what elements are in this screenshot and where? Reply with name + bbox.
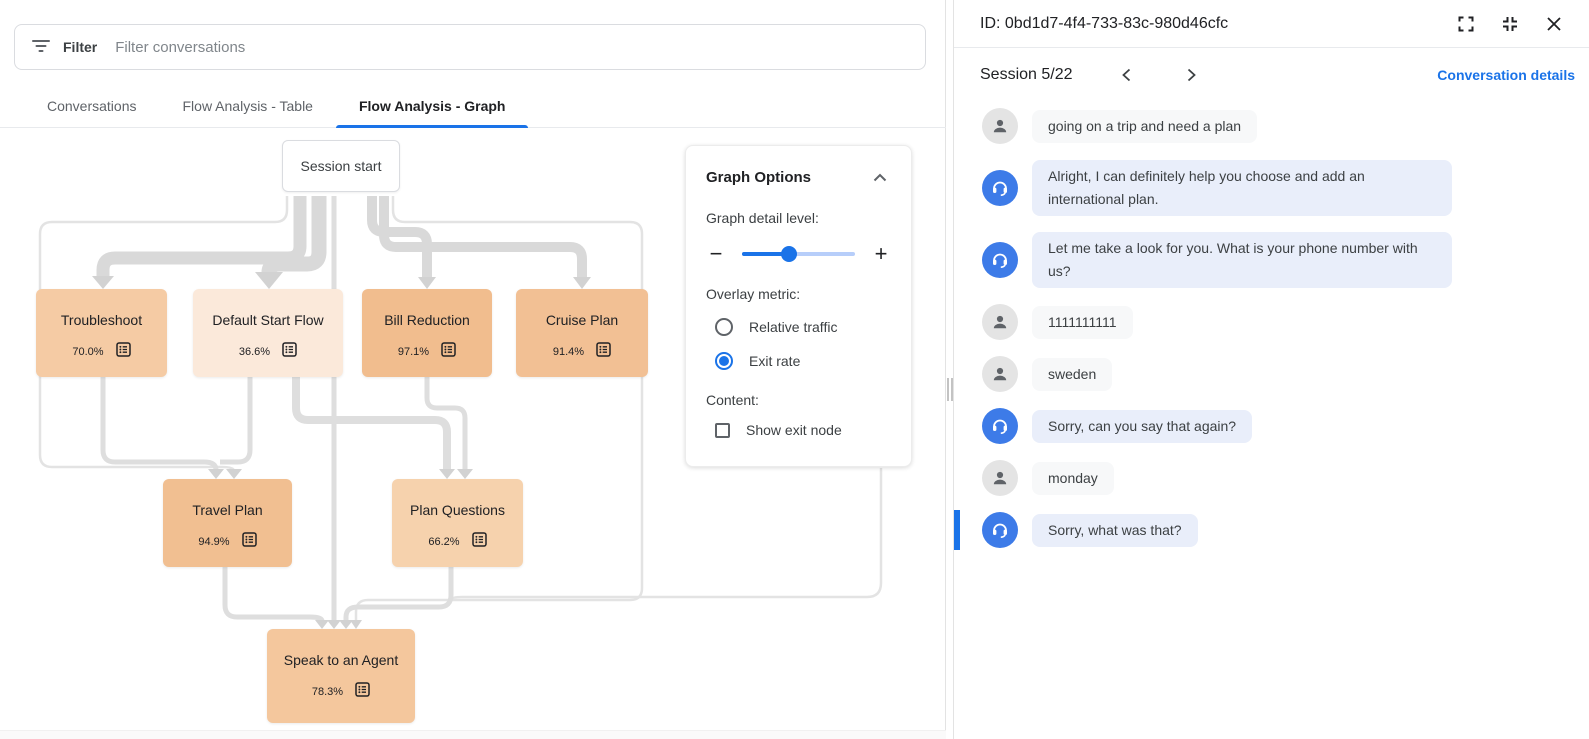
- flow-node-travel-plan[interactable]: Travel Plan 94.9%: [163, 479, 292, 567]
- show-exit-node-checkbox[interactable]: Show exit node: [715, 422, 891, 438]
- message-row-bot[interactable]: Sorry, can you say that again?: [954, 408, 1589, 444]
- flow-node-troubleshoot[interactable]: Troubleshoot 70.0%: [36, 289, 167, 377]
- tab-conversations[interactable]: Conversations: [47, 98, 137, 114]
- node-details-list-icon[interactable]: [115, 342, 131, 362]
- filter-icon: [31, 40, 51, 54]
- filter-placeholder: Filter conversations: [115, 38, 246, 56]
- radio-button[interactable]: [715, 352, 733, 370]
- node-label: Troubleshoot: [60, 312, 143, 328]
- node-details-list-icon[interactable]: [441, 342, 456, 362]
- detail-decrease-button[interactable]: −: [709, 241, 723, 266]
- node-label: Speak to an Agent: [283, 652, 399, 668]
- flow-node-speak-to-an-agent[interactable]: Speak to an Agent 78.3%: [267, 629, 415, 723]
- message-bubble[interactable]: Let me take a look for you. What is your…: [1032, 232, 1452, 288]
- radio-label: Relative traffic: [749, 319, 838, 335]
- node-label: Travel Plan: [192, 502, 263, 518]
- close-icon[interactable]: [1543, 13, 1565, 35]
- node-details-list-icon[interactable]: [471, 532, 487, 552]
- message-list: going on a trip and need a plan Alright,…: [954, 102, 1589, 550]
- node-label: Default Start Flow: [212, 312, 324, 328]
- node-exit-rate: 70.0%: [72, 346, 104, 358]
- agent-headset-icon: [982, 408, 1018, 444]
- next-session-button[interactable]: [1179, 63, 1203, 87]
- horizontal-scrollbar[interactable]: [0, 730, 946, 739]
- node-label: Cruise Plan: [545, 312, 619, 328]
- detail-level-slider[interactable]: [742, 246, 855, 262]
- content-label: Content:: [706, 392, 759, 408]
- node-label: Bill Reduction: [384, 312, 470, 328]
- checkbox-box[interactable]: [715, 422, 730, 438]
- message-bubble[interactable]: sweden: [1032, 357, 1113, 391]
- user-person-icon: [982, 356, 1018, 392]
- exit-fullscreen-icon[interactable]: [1499, 13, 1521, 35]
- message-bubble[interactable]: 1111111111: [1032, 305, 1133, 339]
- collapse-panel-chevron-icon[interactable]: [869, 166, 891, 188]
- tab-bar: Conversations Flow Analysis - Table Flow A…: [0, 85, 946, 128]
- flow-node-default-start-flow[interactable]: Default Start Flow 36.6%: [193, 289, 343, 377]
- message-bubble[interactable]: going on a trip and need a plan: [1032, 109, 1258, 143]
- detail-increase-button[interactable]: +: [874, 241, 888, 266]
- radio-exit-rate[interactable]: Exit rate: [715, 352, 891, 370]
- message-row-user[interactable]: going on a trip and need a plan: [954, 108, 1589, 144]
- node-exit-rate: 36.6%: [238, 346, 271, 358]
- tab-flow-analysis-table[interactable]: Flow Analysis - Table: [182, 98, 313, 114]
- message-row-user[interactable]: sweden: [954, 356, 1589, 392]
- node-details-list-icon[interactable]: [355, 682, 370, 702]
- previous-session-button[interactable]: [1115, 63, 1139, 87]
- conversation-id-title: ID: 0bd1d7-4f4-733-83c-980d46cfc: [980, 14, 1229, 32]
- overlay-metric-label: Overlay metric:: [706, 286, 801, 302]
- node-label: Plan Questions: [410, 502, 505, 518]
- message-row-bot[interactable]: Let me take a look for you. What is your…: [954, 232, 1589, 288]
- panel-divider: [946, 0, 953, 739]
- radio-button[interactable]: [715, 318, 733, 336]
- node-exit-rate: 91.4%: [552, 346, 585, 358]
- user-person-icon: [982, 304, 1018, 340]
- slider-thumb[interactable]: [781, 246, 798, 262]
- flow-node-bill-reduction[interactable]: Bill Reduction 97.1%: [362, 289, 492, 377]
- agent-headset-icon: [982, 512, 1018, 548]
- user-person-icon: [982, 108, 1018, 144]
- node-exit-rate: 97.1%: [397, 346, 430, 358]
- message-row-user[interactable]: 1111111111: [954, 304, 1589, 340]
- node-details-list-icon[interactable]: [282, 342, 297, 362]
- agent-headset-icon: [982, 170, 1018, 206]
- filter-label: Filter: [63, 39, 98, 55]
- session-nav-row: Session 5/22 Conversation details: [954, 48, 1589, 102]
- flow-node-cruise-plan[interactable]: Cruise Plan 91.4%: [516, 289, 648, 377]
- node-details-list-icon[interactable]: [241, 532, 257, 552]
- message-bubble[interactable]: Sorry, can you say that again?: [1032, 409, 1253, 443]
- node-details-list-icon[interactable]: [596, 342, 611, 362]
- message-bubble[interactable]: monday: [1032, 461, 1114, 495]
- message-row-user[interactable]: monday: [954, 460, 1589, 496]
- panel-resize-handle[interactable]: [946, 378, 953, 401]
- flow-analysis-pane: Filter Filter conversations Conversation…: [0, 0, 946, 739]
- detail-header: ID: 0bd1d7-4f4-733-83c-980d46cfc: [954, 0, 1589, 48]
- agent-headset-icon: [982, 242, 1018, 278]
- conversation-details-link[interactable]: Conversation details: [1437, 67, 1575, 83]
- tab-flow-analysis-graph[interactable]: Flow Analysis - Graph: [335, 85, 529, 128]
- message-row-bot[interactable]: Sorry, what was that?: [954, 510, 1589, 550]
- overlay-metric-radio-group: Relative traffic Exit rate: [706, 318, 891, 370]
- graph-options-title: Graph Options: [706, 168, 811, 186]
- radio-relative-traffic[interactable]: Relative traffic: [715, 318, 891, 336]
- fullscreen-icon[interactable]: [1455, 13, 1477, 35]
- message-bubble[interactable]: Sorry, what was that?: [1032, 513, 1198, 547]
- conversation-detail-panel: ID: 0bd1d7-4f4-733-83c-980d46cfc: [953, 0, 1589, 739]
- session-counter: Session 5/22: [980, 66, 1073, 83]
- message-bubble[interactable]: Alright, I can definitely help you choos…: [1032, 160, 1452, 216]
- user-person-icon: [982, 460, 1018, 496]
- node-exit-rate: 78.3%: [311, 686, 344, 698]
- flow-node-session-start[interactable]: Session start: [282, 140, 400, 192]
- checkbox-label: Show exit node: [746, 422, 842, 438]
- radio-label: Exit rate: [749, 353, 801, 369]
- graph-options-panel: Graph Options Graph detail level: − + Ov…: [685, 145, 912, 467]
- node-exit-rate: 66.2%: [428, 536, 460, 548]
- flow-node-plan-questions[interactable]: Plan Questions 66.2%: [392, 479, 523, 567]
- filter-input[interactable]: Filter Filter conversations: [14, 24, 926, 70]
- message-row-bot[interactable]: Alright, I can definitely help you choos…: [954, 160, 1589, 216]
- node-exit-rate: 94.9%: [198, 536, 230, 548]
- graph-detail-label: Graph detail level:: [706, 210, 819, 226]
